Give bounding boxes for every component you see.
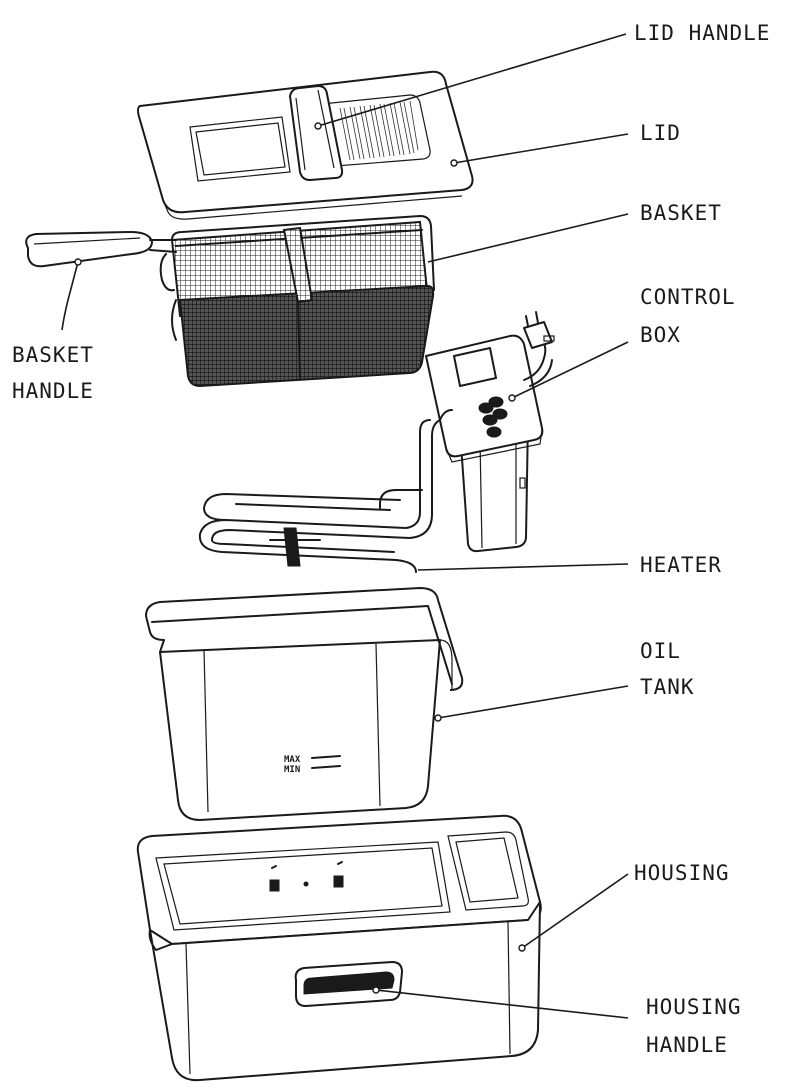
label-basket-handle-line1: BASKET xyxy=(12,343,94,367)
label-lid: LID xyxy=(640,121,681,145)
label-housing: HOUSING xyxy=(634,861,730,885)
lid-vent-slots xyxy=(339,100,419,161)
label-lid-handle: LID HANDLE xyxy=(634,21,770,45)
leader-lines xyxy=(61,33,629,1019)
oil-tank-max-min-marking: MAX MIN xyxy=(284,755,341,775)
label-basket-handle-line2: HANDLE xyxy=(12,379,94,403)
label-oil-tank-line2: TANK xyxy=(640,675,695,699)
label-housing-handle-line1: HOUSING xyxy=(646,995,742,1019)
svg-text:MAX: MAX xyxy=(284,755,301,765)
label-heater: HEATER xyxy=(640,553,722,577)
svg-text:MIN: MIN xyxy=(284,765,300,775)
label-basket: BASKET xyxy=(640,201,722,225)
basket-handle xyxy=(25,231,177,268)
callout-labels: LID HANDLE LID BASKET CONTROL BOX BASKET… xyxy=(12,21,770,1057)
label-housing-handle-line2: HANDLE xyxy=(646,1033,728,1057)
label-oil-tank-line1: OIL xyxy=(640,639,681,663)
oil-tank: MAX MIN xyxy=(145,587,464,821)
basket xyxy=(159,215,435,388)
heater xyxy=(198,409,453,573)
label-control-box-line2: BOX xyxy=(640,323,681,347)
label-control-box-line1: CONTROL xyxy=(640,285,736,309)
housing xyxy=(136,814,542,1082)
lid-handle xyxy=(289,85,344,181)
control-box xyxy=(425,311,555,553)
